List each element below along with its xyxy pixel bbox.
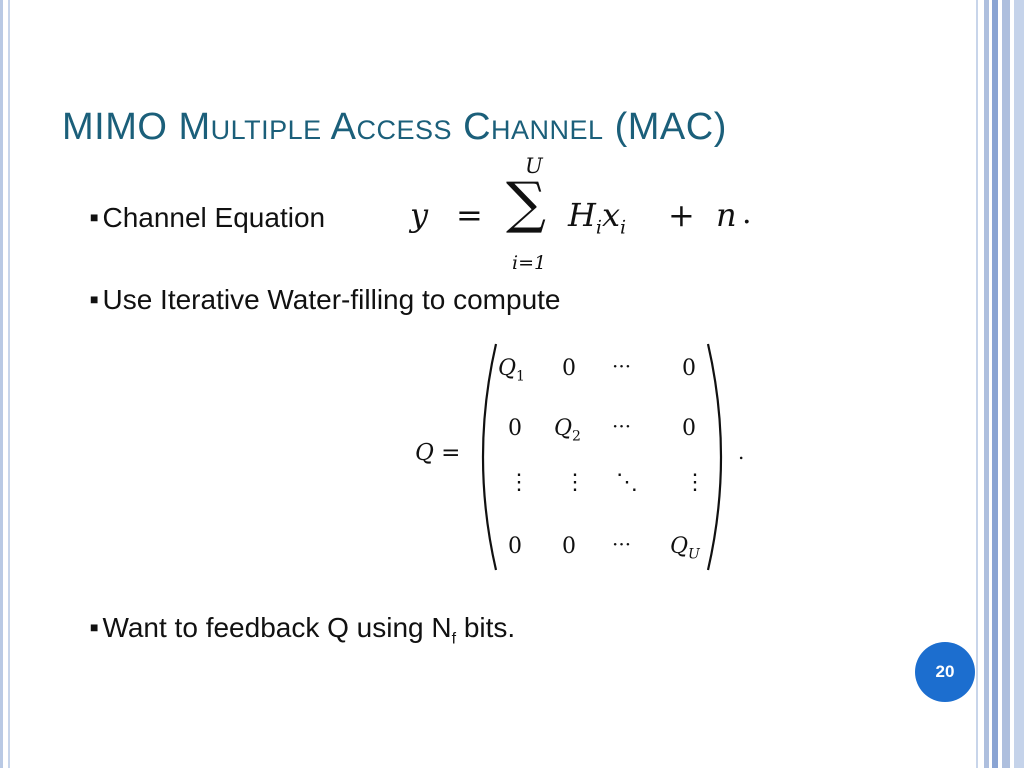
bullet-label: Channel Equation <box>102 202 326 233</box>
left-paren <box>481 343 498 571</box>
bullet-label: Use Iterative Water-filling to compute <box>102 284 561 315</box>
matrix-cell: ··· <box>612 354 632 378</box>
frame-stripe-left-gap <box>3 0 8 768</box>
bullet-square-icon: ■ <box>90 291 99 307</box>
frame-stripe-right-4 <box>1002 0 1010 768</box>
matrix-cell: QU <box>670 534 700 563</box>
frame-stripe-left-outer <box>0 0 3 768</box>
bullet-water-filling: ■Use Iterative Water-filling to compute <box>90 284 561 316</box>
bullet-label-tail: bits. <box>456 612 516 643</box>
matrix-cell: 0 <box>508 534 522 559</box>
bullet-square-icon: ■ <box>90 619 99 635</box>
eq-h-sub: i <box>595 216 602 239</box>
title-small-caps: Multiple Access Channel <box>178 106 604 148</box>
matrix-cell: 0 <box>682 416 696 441</box>
matrix-cell: 0 <box>508 416 522 441</box>
frame-stripe-right-1 <box>976 0 978 768</box>
page-number-badge: 20 <box>915 642 975 702</box>
sum-symbol: ∑ <box>506 171 546 236</box>
frame-stripe-right-2 <box>984 0 989 768</box>
eq-equals: = <box>456 196 483 234</box>
matrix-lhs: Q = <box>415 440 461 466</box>
matrix-period: . <box>738 440 745 464</box>
matrix-cell: Q1 <box>498 356 525 385</box>
bullet-label: Want to feedback Q using N <box>102 612 452 643</box>
matrix-cell: 0 <box>562 534 576 559</box>
sum-lower-limit: i=1 <box>512 252 547 274</box>
frame-stripe-right-5 <box>1014 0 1024 768</box>
slide-title: MIMO Multiple Access Channel (MAC) <box>62 106 727 149</box>
page-number: 20 <box>935 662 955 681</box>
matrix-cell: Q2 <box>554 416 581 445</box>
eq-lhs: y <box>410 196 429 234</box>
eq-x: x <box>601 196 621 234</box>
matrix-cell: ··· <box>612 532 632 556</box>
right-paren <box>706 343 723 571</box>
sum-upper-limit: U <box>525 154 543 178</box>
matrix-brackets <box>481 343 723 571</box>
eq-period: . <box>742 196 752 231</box>
eq-term-h: Hixi <box>568 196 626 238</box>
eq-noise: n <box>716 196 737 234</box>
bullet-channel-equation: ■Channel Equation <box>90 202 325 234</box>
frame-stripe-right-3 <box>992 0 998 768</box>
matrix-cell: ··· <box>612 414 632 438</box>
title-lead: MIMO <box>62 106 179 148</box>
matrix-cell: 0 <box>562 356 576 381</box>
frame-stripe-left-inner <box>8 0 10 768</box>
matrix-cell: 0 <box>682 356 696 381</box>
matrix-cell: ⋱ <box>616 470 638 495</box>
eq-x-sub: i <box>620 216 627 239</box>
title-tail: (MAC) <box>603 106 727 148</box>
bullet-feedback: ■Want to feedback Q using Nf bits. <box>90 612 515 649</box>
bullet-subscript: f <box>451 630 457 648</box>
eq-plus: + <box>668 196 695 234</box>
matrix-cell: ⋮ <box>684 470 706 495</box>
eq-h: H <box>568 196 596 234</box>
bullet-square-icon: ■ <box>90 209 99 225</box>
matrix-cell: ⋮ <box>508 470 530 495</box>
matrix-cell: ⋮ <box>564 470 586 495</box>
